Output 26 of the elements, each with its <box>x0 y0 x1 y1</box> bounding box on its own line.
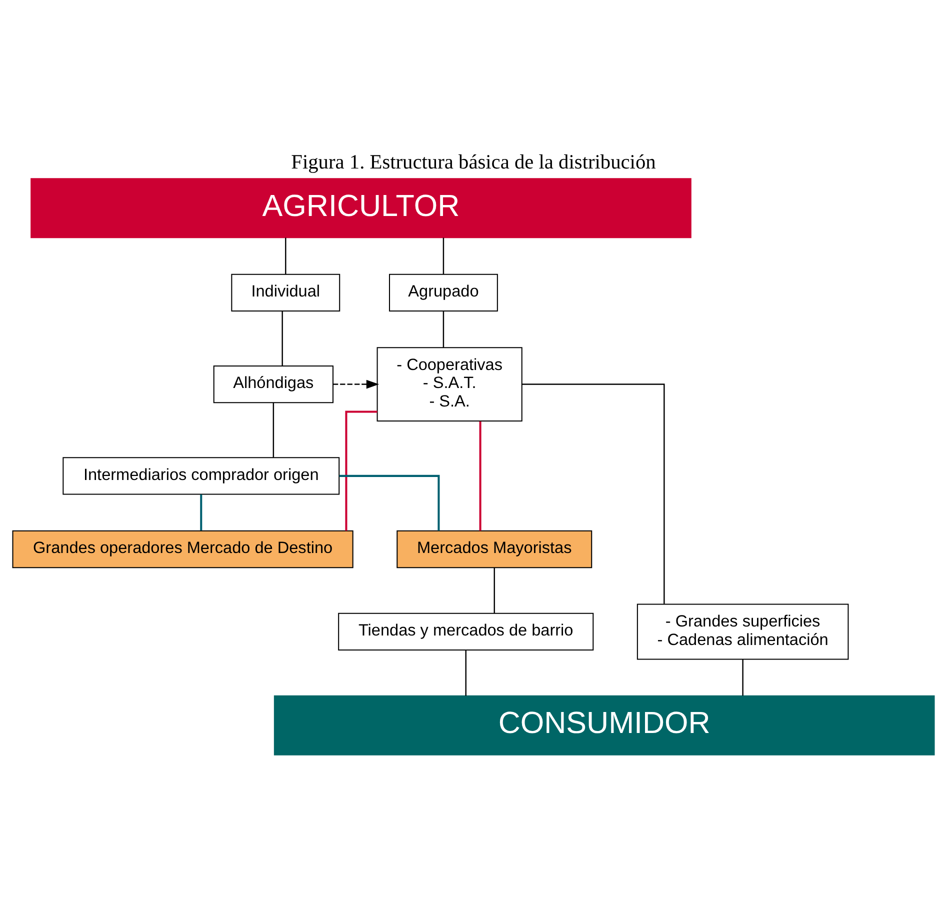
node-box: Individual <box>231 273 340 311</box>
node-box: Agrupado <box>389 273 498 311</box>
node-box: Intermediarios comprador origen <box>62 456 340 494</box>
connector <box>742 658 744 696</box>
connector <box>339 474 440 530</box>
node-box: AGRICULTOR <box>30 178 692 238</box>
node-box: Grandes operadores Mercado de Destino <box>12 530 354 568</box>
connector <box>442 237 444 274</box>
connector <box>465 650 466 696</box>
node-box: - Grandes superficies - Cadenas alimentación <box>636 603 849 660</box>
node-box: Tiendas y mercados de barrio <box>338 612 594 650</box>
connector <box>442 310 444 348</box>
arrow <box>333 379 380 388</box>
node-box: - Cooperativas - S.A.T. - S.A. <box>376 346 522 421</box>
connector <box>285 237 286 274</box>
node-box: Alhóndigas <box>213 364 334 403</box>
diagram-title: Figura 1. Estructura básica de la distribución <box>291 150 656 173</box>
connector <box>200 494 202 530</box>
connector <box>272 402 274 457</box>
connector <box>494 567 495 613</box>
node-box: Mercados Mayoristas <box>396 530 592 568</box>
connector <box>522 383 665 604</box>
connector <box>345 410 378 530</box>
node-box: CONSUMIDOR <box>274 694 935 755</box>
connector <box>282 310 283 366</box>
connector <box>479 420 482 530</box>
